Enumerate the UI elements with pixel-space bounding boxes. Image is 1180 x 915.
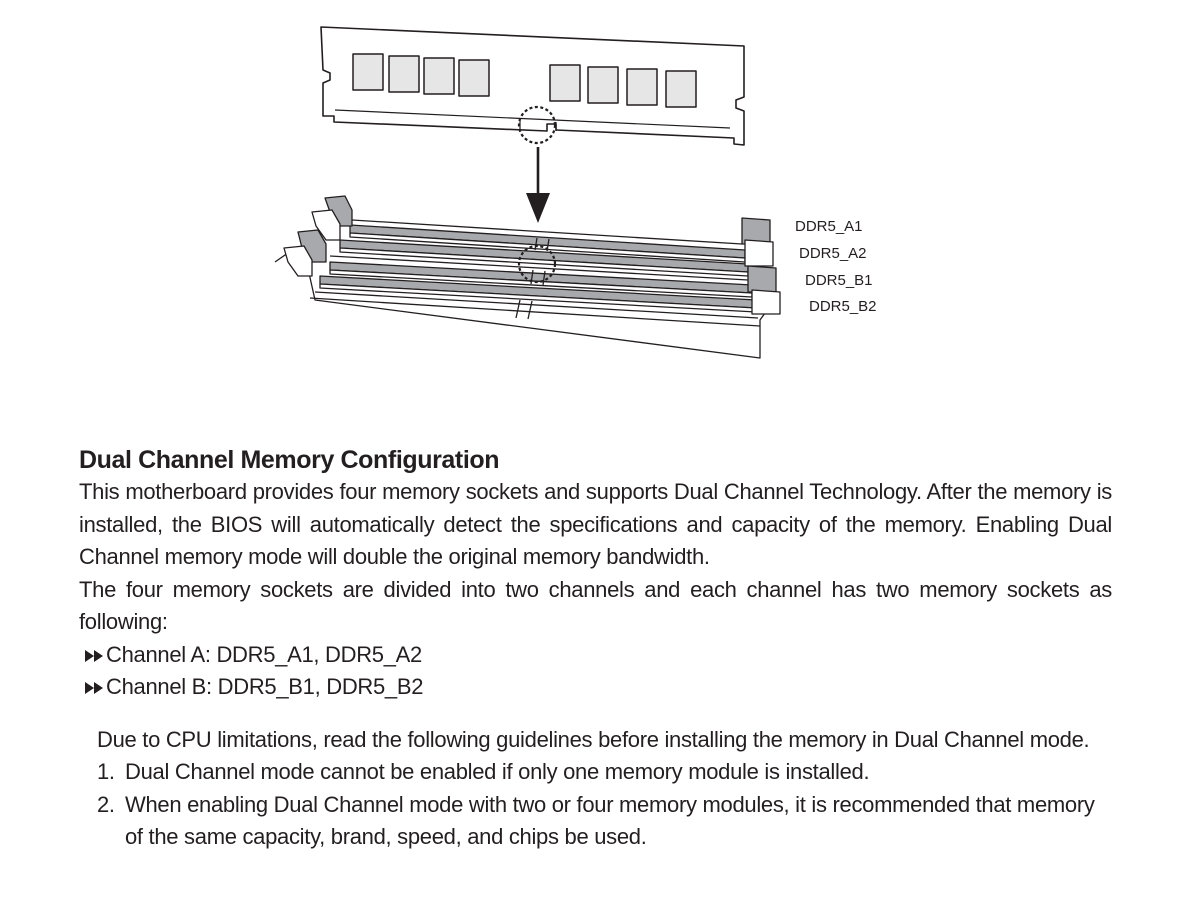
channel-a-text: Channel A: DDR5_A1, DDR5_A2 [106, 641, 422, 667]
guidelines-intro: Due to CPU limitations, read the followi… [97, 726, 1090, 752]
channel-b-text: Channel B: DDR5_B1, DDR5_B2 [106, 674, 424, 699]
sockets-paragraph: The four memory sockets are divided into… [79, 576, 1112, 635]
slot-label-a1: DDR5_A1 [795, 218, 863, 235]
memory-module-icon [320, 26, 745, 146]
slot-notch-highlight-icon [517, 244, 557, 284]
guideline-number: 2. [97, 791, 115, 817]
guideline-number: 1. [97, 759, 115, 784]
slot-label-b1: DDR5_B1 [805, 272, 873, 289]
slot-label-b2: DDR5_B2 [809, 298, 877, 315]
double-triangle-bullet-icon [85, 649, 103, 662]
list-item: Channel A: DDR5_A1, DDR5_A2 [79, 639, 1112, 672]
notch-highlight-icon [517, 105, 557, 145]
guideline-text: When enabling Dual Channel mode with two… [125, 791, 1095, 850]
guideline-text: Dual Channel mode cannot be enabled if o… [125, 759, 870, 784]
intro-paragraph: This motherboard provides four memory so… [79, 479, 1112, 569]
channel-list: Channel A: DDR5_A1, DDR5_A2 Channel B: D… [79, 639, 1112, 704]
memory-slots-icon [274, 195, 781, 359]
insert-arrow-icon [526, 147, 550, 223]
slot-label-a2: DDR5_A2 [799, 245, 867, 262]
list-item: 1. Dual Channel mode cannot be enabled i… [97, 756, 1112, 789]
section-title: Dual Channel Memory Configuration [79, 446, 500, 474]
guidelines-block: Due to CPU limitations, read the followi… [79, 724, 1112, 854]
double-triangle-bullet-icon [85, 682, 103, 694]
memory-diagram-svg [274, 26, 781, 359]
guidelines-list: 1. Dual Channel mode cannot be enabled i… [97, 756, 1112, 854]
list-item: 2. When enabling Dual Channel mode with … [97, 789, 1112, 854]
memory-installation-diagram: DDR5_A1 DDR5_A2 DDR5_B1 DDR5_B2 [0, 0, 1180, 420]
section-content: Dual Channel Memory Configuration This m… [79, 444, 1112, 854]
list-item: Channel B: DDR5_B1, DDR5_B2 [79, 671, 1112, 704]
